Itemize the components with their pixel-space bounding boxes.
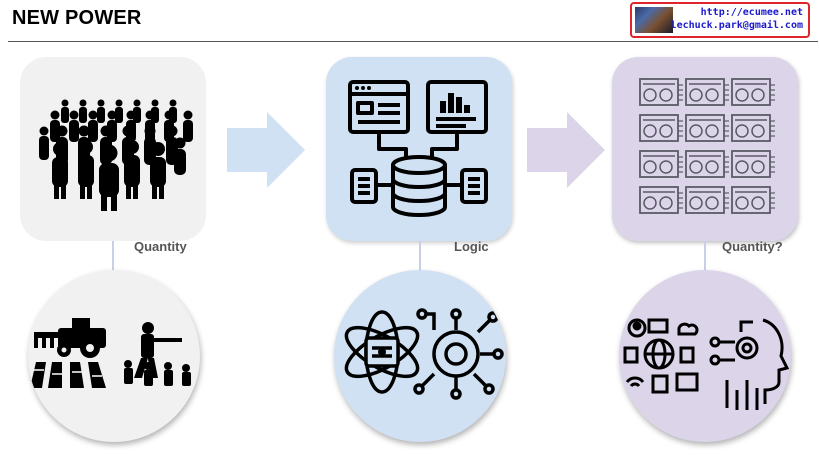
author-badge: http://ecumee.net lechuck.park@gmail.com	[630, 2, 810, 38]
stage-1-label: Quantity	[134, 239, 187, 254]
stage-1-card	[20, 57, 206, 241]
gpu-card	[731, 114, 775, 142]
stage-1-connector	[112, 241, 114, 279]
gpu-card	[639, 78, 683, 106]
page-title: NEW POWER	[12, 7, 142, 29]
gpu-card	[685, 114, 729, 142]
gpu-card	[731, 78, 775, 106]
stage-3-circle	[619, 270, 791, 442]
crowd-icon	[39, 99, 193, 211]
author-thumbnail	[635, 7, 673, 33]
gpu-card	[731, 186, 775, 214]
stage-1-circle	[28, 270, 200, 442]
stage-2-connector	[419, 241, 421, 279]
stage-3-card	[612, 57, 798, 241]
science-gear-icon	[344, 308, 504, 400]
stage-3-connector	[704, 241, 706, 279]
gpu-card	[639, 150, 683, 178]
farming-and-army-icon	[30, 318, 191, 388]
gpu-card	[731, 150, 775, 178]
right-arrow-1	[227, 112, 305, 188]
stage-2-circle	[334, 270, 506, 442]
right-arrow-2	[527, 112, 605, 188]
author-url-link[interactable]: http://ecumee.net	[700, 7, 803, 18]
gpu-card	[639, 186, 683, 214]
header-divider	[8, 41, 818, 42]
gpu-card	[685, 150, 729, 178]
gpu-card	[685, 78, 729, 106]
database-dashboard-icon	[348, 80, 488, 217]
network-ai-head-icon	[623, 318, 790, 410]
stage-2-card	[326, 57, 512, 241]
gpu-card	[639, 114, 683, 142]
author-email: lechuck.park@gmail.com	[670, 20, 803, 31]
gpu-card	[685, 186, 729, 214]
gpu-array-icon	[639, 78, 775, 214]
stage-3-label: Quantity?	[722, 239, 783, 254]
stage-2-label: Logic	[454, 239, 489, 254]
